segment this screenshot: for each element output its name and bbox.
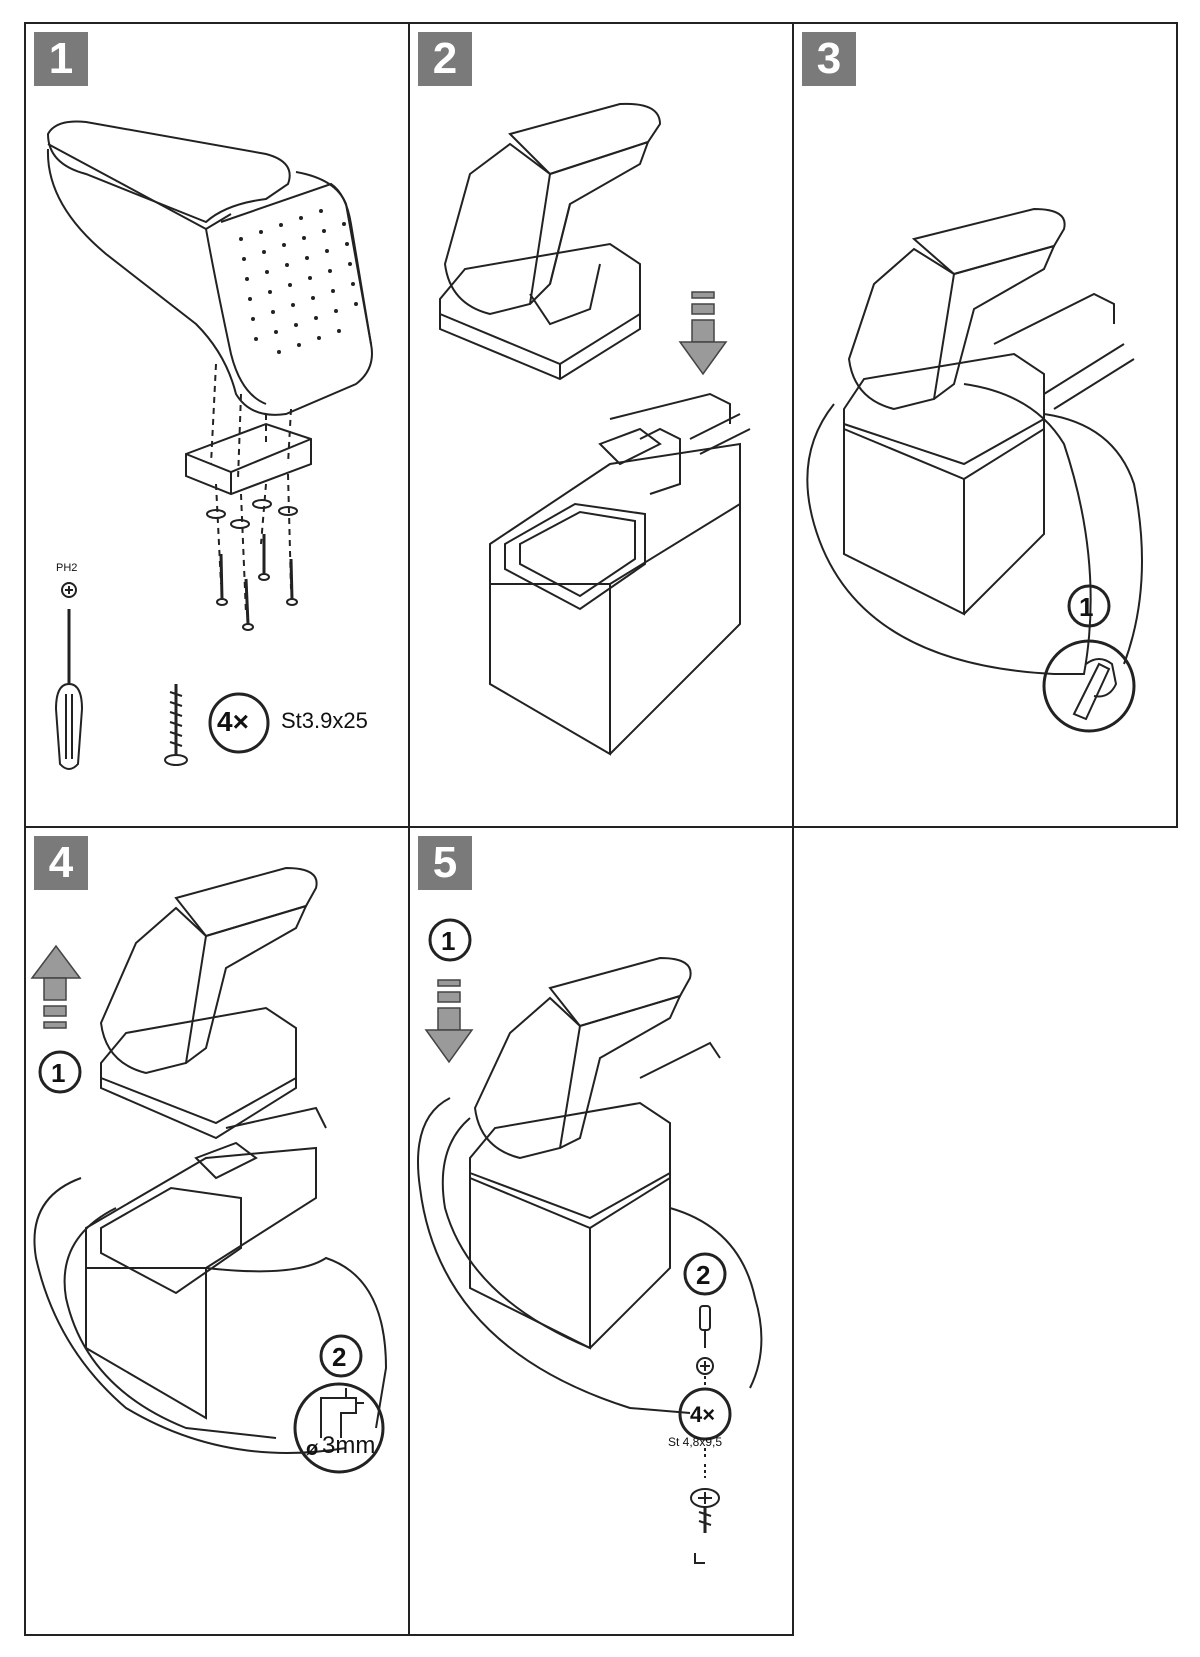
- tape-outline: [806, 383, 1092, 675]
- drill-circle: [293, 1382, 385, 1474]
- screw-icon: [164, 684, 188, 766]
- step-4-illustration: [30, 866, 388, 1474]
- step-2-panel: 2: [408, 22, 794, 828]
- step-1-panel: 1: [24, 22, 410, 828]
- screw-qty-label: 4×: [217, 706, 249, 737]
- armrest-drawing: [439, 102, 662, 381]
- substep-1-circle: [428, 918, 472, 962]
- drill-size-label: 3mm: [322, 1432, 376, 1459]
- perforation-pattern: [239, 209, 358, 354]
- marker-hand-icon: [1072, 658, 1118, 721]
- substep-2-circle: [683, 1252, 727, 1296]
- substep-2-circle: [319, 1334, 363, 1378]
- diameter-symbol: ø: [306, 1438, 319, 1460]
- marker-hand-circle: [1042, 639, 1136, 733]
- step-2-illustration: [439, 102, 751, 756]
- step-5-illustration: [417, 918, 763, 1564]
- step-1-illustration: [46, 120, 373, 770]
- substep-2-label: 2: [696, 1260, 711, 1290]
- console-drawing: [489, 392, 751, 756]
- step-2-badge: 2: [418, 32, 472, 86]
- down-arrow-icon: [678, 291, 728, 376]
- substep-1-label: 1: [1079, 592, 1094, 622]
- substep-1-label: 1: [441, 926, 456, 956]
- screw-spec-label: St 4,8x9,5: [668, 1435, 723, 1449]
- screw-icon: [690, 1488, 720, 1564]
- screwdriver-icon: [54, 582, 84, 770]
- screws: [219, 534, 294, 625]
- screw-qty-label: 4×: [690, 1402, 716, 1427]
- substep-1-circle: [38, 1050, 82, 1094]
- bit-label: PH2: [56, 562, 78, 574]
- step-1-badge: 1: [34, 32, 88, 86]
- step-3-badge: 3: [802, 32, 856, 86]
- screw-spec-label: St3.9x25: [281, 708, 368, 733]
- washers: [206, 499, 298, 529]
- substep-1-circle: [1067, 584, 1111, 628]
- drill-bit-icon: [320, 1388, 364, 1438]
- substep-1-label: 1: [51, 1058, 66, 1088]
- up-arrow-icon: [30, 944, 82, 1029]
- screw-qty-circle: [678, 1387, 732, 1441]
- screwdriver-icon: [696, 1305, 714, 1375]
- step-4-panel: 4 1 2 ø 3mm: [24, 826, 410, 1636]
- step-4-badge: 4: [34, 836, 88, 890]
- step-3-illustration: [806, 207, 1143, 733]
- down-arrow-icon: [424, 979, 474, 1064]
- step-5-badge: 5: [418, 836, 472, 890]
- screw-qty-circle: [208, 692, 270, 754]
- step-3-panel: 3 1: [792, 22, 1178, 828]
- substep-2-label: 2: [332, 1342, 347, 1372]
- step-5-panel: 5: [408, 826, 794, 1636]
